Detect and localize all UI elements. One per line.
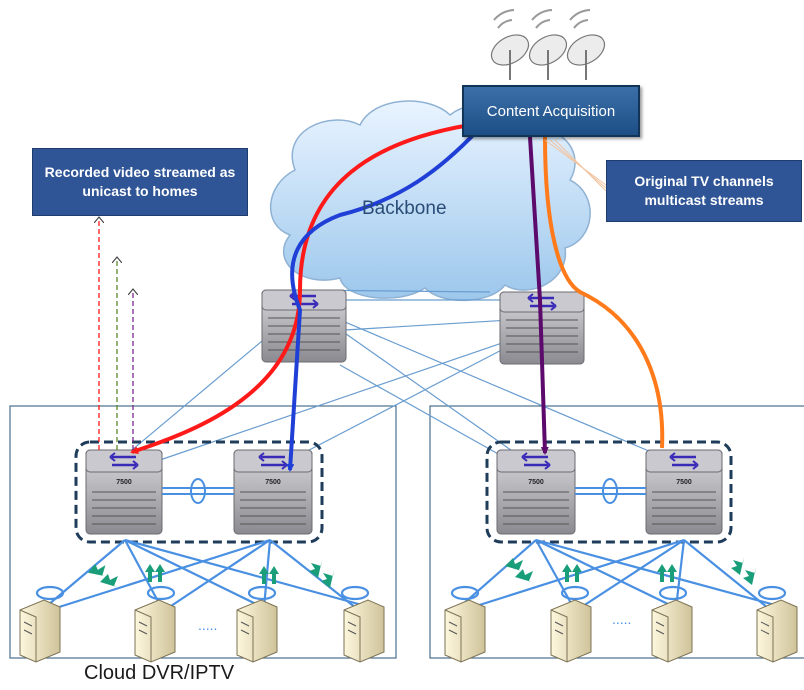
- leaf-pair-enclosure-left: [74, 440, 324, 544]
- multicast-pointer: [544, 139, 607, 192]
- multicast-path-purple: [528, 136, 549, 455]
- backbone-label: Backbone: [362, 198, 447, 219]
- pod-frame-right: [429, 405, 804, 659]
- server-icon: [19, 599, 61, 663]
- multicast-note: Original TV channels multicast streams: [606, 160, 802, 222]
- leaf-switch: [233, 449, 313, 535]
- server-icon: [756, 599, 798, 663]
- content-acquisition-box: Content Acquisition: [462, 85, 640, 137]
- server-uplinks-right: [450, 538, 787, 610]
- server-ellipsis: .....: [198, 617, 217, 633]
- spine-switch-left: [261, 289, 347, 363]
- model-label: 7500: [265, 479, 281, 486]
- server-icon: [651, 599, 693, 663]
- server-icon: [343, 599, 385, 663]
- server-ellipsis: .....: [612, 611, 631, 627]
- model-label: 7500: [116, 479, 132, 486]
- content-acquisition-label: Content Acquisition: [486, 102, 616, 120]
- server-icon: [550, 599, 592, 663]
- satellite-dish-icon: [490, 9, 606, 80]
- model-label: 7500: [528, 479, 544, 486]
- server-icon: [134, 599, 176, 663]
- backbone-cloud: [269, 100, 591, 302]
- server-icon: [236, 599, 278, 663]
- peer-links: [162, 478, 646, 504]
- leaf-switch: [645, 449, 723, 535]
- unicast-path-blue: [286, 128, 480, 472]
- caption: Cloud DVR/IPTV: [84, 662, 235, 684]
- unicast-path-red: [130, 123, 471, 454]
- upload-arrows: [88, 557, 756, 588]
- multicast-note-text: Original TV channels multicast streams: [634, 173, 774, 208]
- unicast-note: Recorded video streamed as unicast to ho…: [32, 148, 248, 216]
- leaf-switch: [85, 449, 163, 535]
- server-icon: [444, 599, 486, 663]
- unicast-note-text: Recorded video streamed as unicast to ho…: [44, 164, 236, 199]
- leaf-switch: [496, 449, 576, 535]
- leaf-pair-enclosure-right: [485, 440, 733, 544]
- pod-frame-left: [9, 405, 397, 659]
- interconnect-links: [119, 289, 671, 461]
- model-label: 7500: [676, 479, 692, 486]
- multicast-path-orange: [543, 136, 665, 449]
